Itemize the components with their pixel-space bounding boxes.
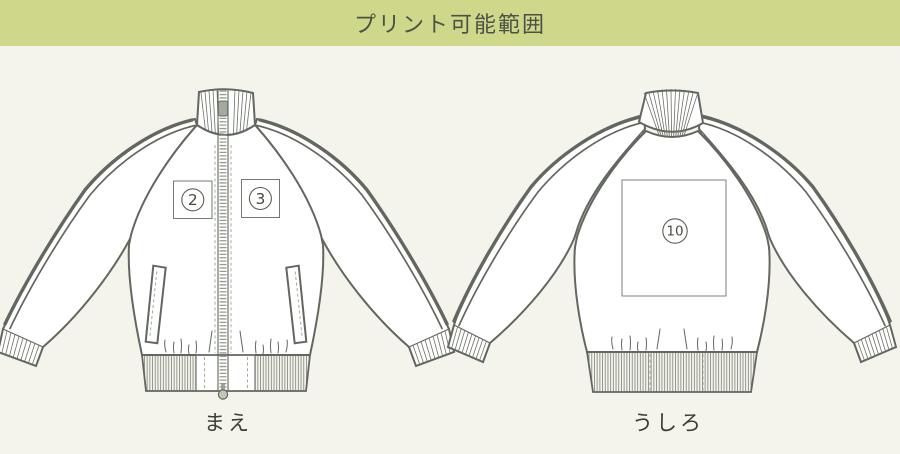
- zipper-pull: [217, 389, 229, 400]
- page-title: プリント可能範囲: [353, 13, 546, 38]
- sleeve-stripe-thin: [9, 124, 196, 330]
- cuff-ribs: [1, 330, 40, 365]
- print-area-back: 10: [621, 179, 727, 297]
- sleeve-stripe-thin: [458, 121, 644, 327]
- header-bar: プリント可能範囲: [0, 0, 900, 46]
- back-left-details: [611, 328, 661, 352]
- sleeve-stripe-thick: [3, 118, 194, 326]
- cuff-ribs: [451, 326, 487, 361]
- area-number: 2: [188, 191, 198, 209]
- front-left-details: [144, 264, 213, 355]
- zipper-slider: [217, 100, 229, 117]
- sleeve-stripe-thick: [452, 115, 642, 323]
- back-jacket-illustration: 10: [446, 88, 898, 393]
- zipper-stop: [221, 384, 225, 391]
- front-zipper: [214, 90, 232, 400]
- area-number-circle: [248, 186, 272, 211]
- gather-lines: [164, 330, 213, 355]
- print-area-front-right-chest: 3: [241, 179, 280, 218]
- area-number-circle: [181, 188, 205, 212]
- front-view-label: まえ: [204, 411, 252, 435]
- area-number: 3: [255, 190, 265, 208]
- print-area-front-left-chest: 2: [173, 180, 213, 219]
- collar-ribs: [643, 88, 699, 140]
- gather-lines: [611, 328, 661, 352]
- area-number-circle: [662, 218, 688, 244]
- back-view-label: うしろ: [632, 411, 704, 435]
- front-jacket-illustration: 2 3: [0, 88, 456, 400]
- back-left-sleeve: [446, 113, 647, 364]
- back-waistband: [585, 351, 759, 393]
- welt-pocket: [144, 264, 167, 345]
- back-collar: [637, 88, 705, 140]
- area-number: 10: [666, 224, 683, 240]
